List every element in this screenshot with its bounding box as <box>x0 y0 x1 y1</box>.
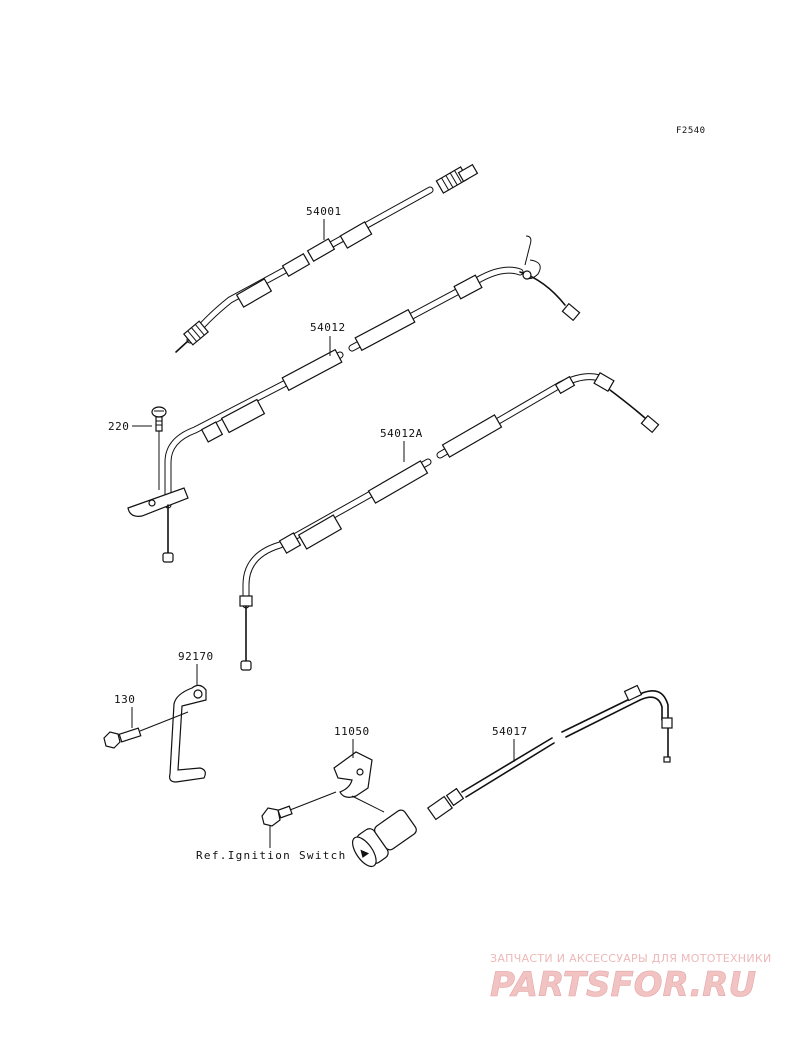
watermark-brand: PARTSFOR.RU <box>490 965 756 1005</box>
label-220: 220 <box>108 420 129 433</box>
bolt-130[interactable] <box>103 711 189 749</box>
bracket-11050[interactable] <box>333 751 385 813</box>
label-54012a: 54012A <box>380 427 423 440</box>
label-92170: 92170 <box>178 650 214 663</box>
cable-54001[interactable] <box>175 163 479 353</box>
label-54012: 54012 <box>310 321 346 334</box>
figure-code: F2540 <box>676 126 706 136</box>
cable-54012[interactable] <box>127 235 581 563</box>
watermark-tagline: ЗАПЧАСТИ И АКСЕССУАРЫ ДЛЯ МОТОТЕХНИКИ <box>490 952 772 965</box>
ref-ignition-switch: Ref.Ignition Switch <box>196 849 347 862</box>
label-11050: 11050 <box>334 725 370 738</box>
cable-54017[interactable] <box>348 684 673 871</box>
screw-220[interactable] <box>151 406 167 490</box>
label-54017: 54017 <box>492 725 528 738</box>
cable-54012a[interactable] <box>239 371 660 671</box>
bracket-92170[interactable] <box>169 684 207 783</box>
label-54001: 54001 <box>306 205 342 218</box>
watermark: ЗАПЧАСТИ И АКСЕССУАРЫ ДЛЯ МОТОТЕХНИКИ PA… <box>490 952 772 1005</box>
ignition-screw[interactable] <box>261 791 337 827</box>
label-130: 130 <box>114 693 135 706</box>
